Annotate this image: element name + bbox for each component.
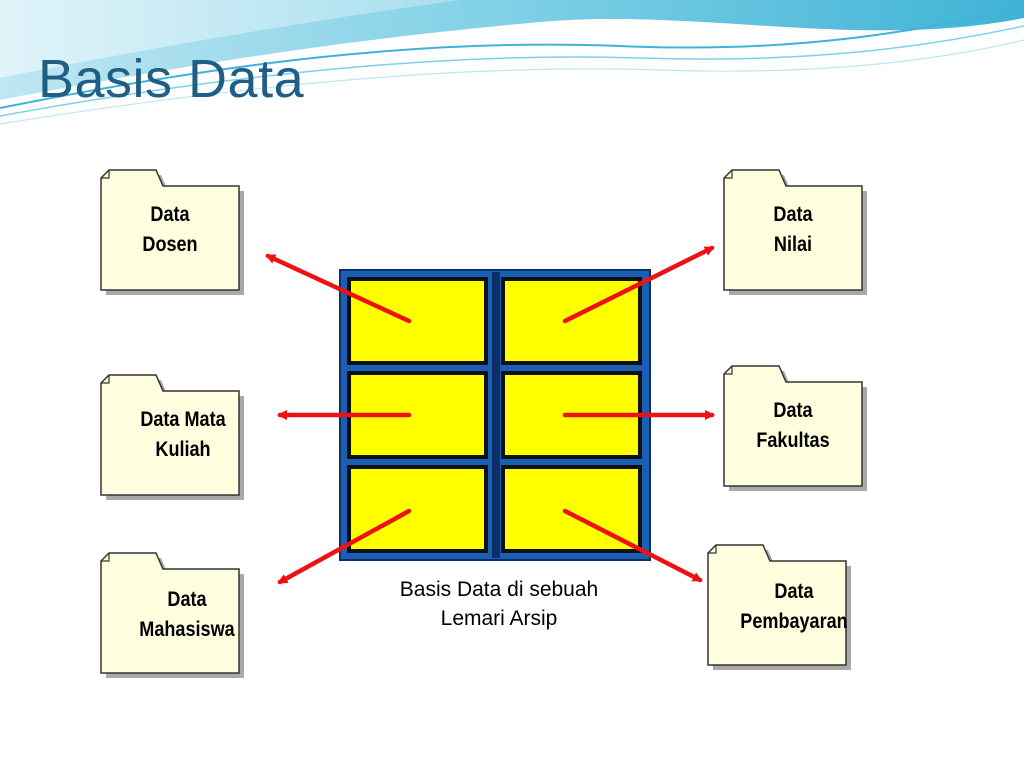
folder-label-line: Data (773, 203, 813, 226)
folder-label-line: Data (150, 203, 190, 226)
folder-label-line: Nilai (773, 233, 813, 256)
folder-label-line: Kuliah (155, 438, 211, 461)
header-wave-decoration (0, 0, 1024, 125)
folder-label-nilai: Data Nilai (734, 200, 853, 260)
cabinet-caption: Basis Data di sebuah Lemari Arsip (340, 575, 658, 633)
folder-label-line: Data (774, 580, 814, 603)
folder-label-fakultas: Data Fakultas (734, 396, 853, 456)
slide-title: Basis Data (38, 49, 305, 109)
caption-line: Basis Data di sebuah (399, 578, 599, 601)
drawer (347, 465, 488, 553)
folder-label-line: Fakultas (756, 429, 830, 452)
folder-label-dosen: Data Dosen (111, 200, 230, 260)
folder-label-line: Dosen (142, 233, 198, 256)
filing-cabinet (339, 269, 651, 561)
folder-label-line: Data (773, 399, 813, 422)
folder-label-line: Mahasiswa (139, 618, 235, 641)
caption-line: Lemari Arsip (440, 607, 558, 630)
folder-label-mahasiswa: Data Mahasiswa (113, 585, 261, 645)
folder-label-pembayaran: Data Pembayaran (720, 577, 868, 637)
drawer (347, 277, 488, 365)
folder-label-line: Data (167, 588, 207, 611)
folder-label-line: Data Mata (140, 408, 226, 431)
arrow-to-pembayaran (562, 508, 703, 583)
folder-label-line: Pembayaran (740, 610, 848, 633)
arrow-to-dosen (265, 253, 412, 324)
arrow-to-mahasiswa (277, 508, 412, 585)
folder-label-mata-kuliah: Data Mata Kuliah (112, 405, 253, 465)
arrow-to-nilai (562, 245, 715, 324)
